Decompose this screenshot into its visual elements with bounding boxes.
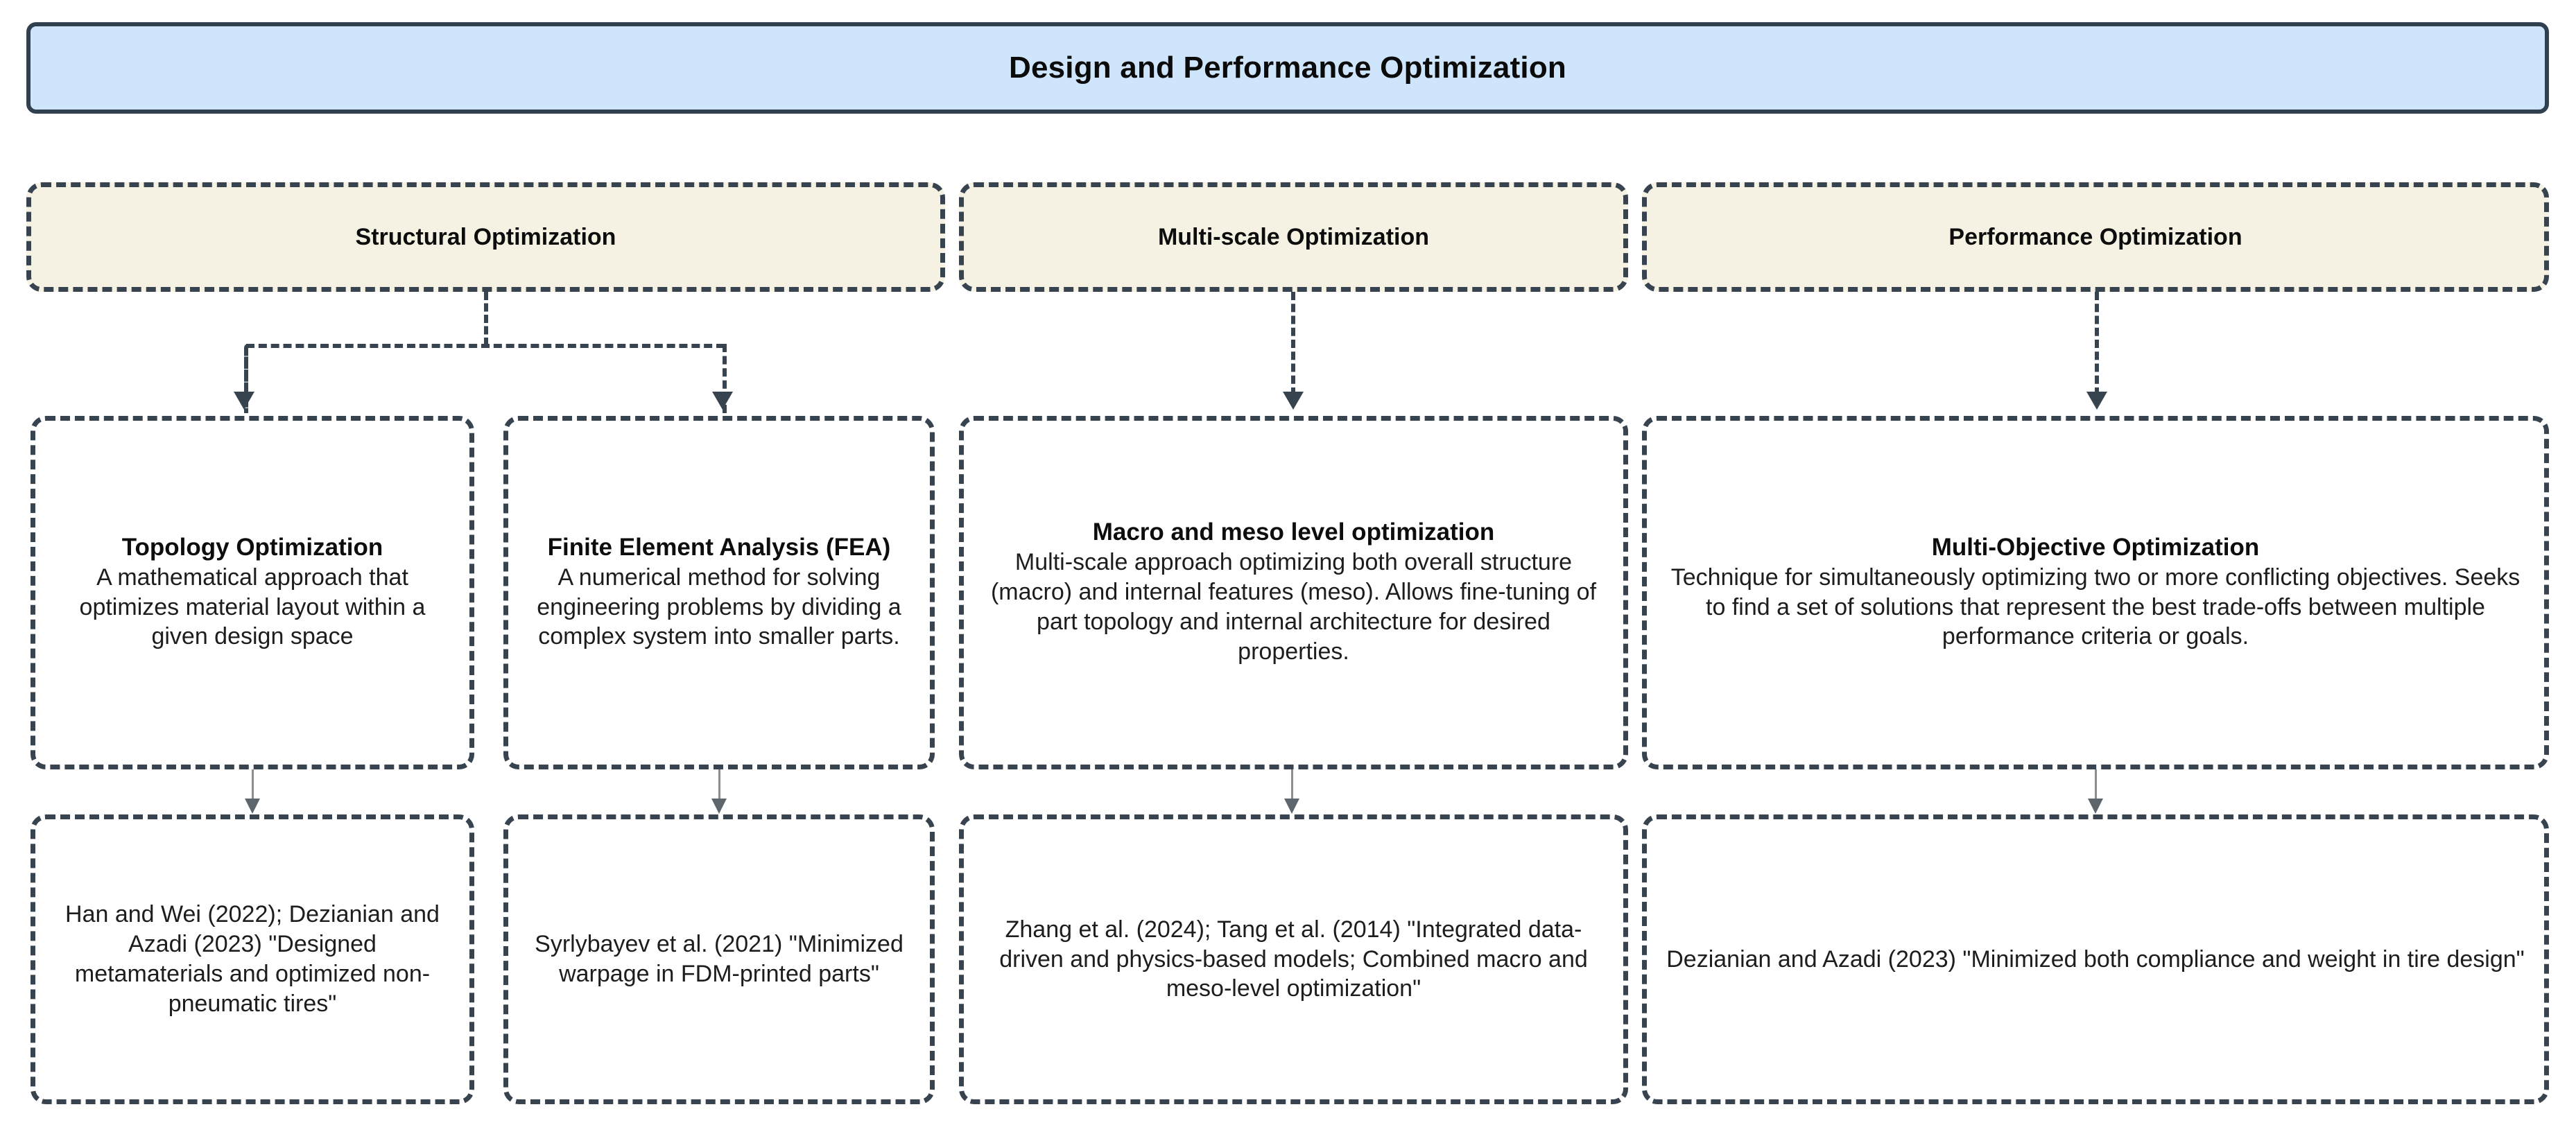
citation-box-macro-meso-optimization[interactable]: Zhang et al. (2024); Tang et al. (2014) … bbox=[959, 814, 1628, 1104]
root-title-box: Design and Performance Optimization bbox=[26, 22, 2549, 114]
connector-performance-stem bbox=[2095, 292, 2099, 396]
detail-title: Multi-Objective Optimization bbox=[1931, 533, 2260, 561]
category-box-performance-optimization[interactable]: Performance Optimization bbox=[1642, 182, 2549, 292]
detail-box-finite-element-analysis[interactable]: Finite Element Analysis (FEA) A numerica… bbox=[503, 416, 935, 769]
arrow-to-topology-optimization bbox=[234, 392, 254, 410]
detail-box-multi-objective-optimization[interactable]: Multi-Objective Optimization Technique f… bbox=[1642, 416, 2549, 769]
connector-multi-objective-to-citation bbox=[2095, 769, 2097, 808]
connector-structural-stem bbox=[484, 292, 488, 346]
arrow-to-citation-fea bbox=[711, 799, 727, 814]
arrow-to-citation-multi-objective bbox=[2088, 799, 2103, 814]
arrow-to-multi-objective bbox=[2086, 392, 2107, 410]
connector-fea-to-citation bbox=[718, 769, 720, 808]
citation-text: Han and Wei (2022); Dezianian and Azadi … bbox=[65, 901, 440, 1017]
connector-multiscale-stem bbox=[1291, 292, 1295, 396]
citation-box-finite-element-analysis[interactable]: Syrlybayev et al. (2021) "Minimized warp… bbox=[503, 814, 935, 1104]
detail-body: Multi-scale approach optimizing both ove… bbox=[990, 549, 1597, 665]
category-label: Structural Optimization bbox=[355, 223, 616, 250]
arrow-to-citation-macro-meso bbox=[1284, 799, 1299, 814]
connector-macro-meso-to-citation bbox=[1291, 769, 1293, 808]
category-label: Performance Optimization bbox=[1948, 223, 2242, 250]
category-box-multi-scale-optimization[interactable]: Multi-scale Optimization bbox=[959, 182, 1628, 292]
root-title-label: Design and Performance Optimization bbox=[1008, 51, 1567, 85]
arrow-to-fea bbox=[712, 392, 733, 410]
detail-title: Macro and meso level optimization bbox=[1092, 518, 1495, 546]
arrow-to-citation-topology bbox=[245, 799, 260, 814]
connector-structural-branch-right bbox=[723, 344, 727, 413]
detail-body: Technique for simultaneously optimizing … bbox=[1670, 564, 2521, 650]
citation-box-topology-optimization[interactable]: Han and Wei (2022); Dezianian and Azadi … bbox=[31, 814, 474, 1104]
citation-text: Dezianian and Azadi (2023) "Minimized bo… bbox=[1666, 945, 2525, 973]
connector-structural-bus bbox=[246, 344, 725, 348]
detail-body: A mathematical approach that optimizes m… bbox=[79, 564, 426, 650]
arrow-to-macro-meso bbox=[1283, 392, 1304, 410]
detail-box-topology-optimization[interactable]: Topology Optimization A mathematical app… bbox=[31, 416, 474, 769]
detail-body: A numerical method for solving engineeri… bbox=[537, 564, 901, 650]
citation-text: Zhang et al. (2024); Tang et al. (2014) … bbox=[999, 916, 1588, 1002]
detail-title: Finite Element Analysis (FEA) bbox=[547, 533, 891, 561]
citation-box-multi-objective-optimization[interactable]: Dezianian and Azadi (2023) "Minimized bo… bbox=[1642, 814, 2549, 1104]
detail-title: Topology Optimization bbox=[121, 533, 383, 561]
connector-structural-branch-left bbox=[244, 344, 248, 413]
citation-text: Syrlybayev et al. (2021) "Minimized warp… bbox=[535, 931, 904, 987]
category-label: Multi-scale Optimization bbox=[1157, 223, 1430, 250]
category-box-structural-optimization[interactable]: Structural Optimization bbox=[26, 182, 945, 292]
detail-box-macro-meso-optimization[interactable]: Macro and meso level optimization Multi-… bbox=[959, 416, 1628, 769]
connector-topology-to-citation bbox=[252, 769, 254, 808]
